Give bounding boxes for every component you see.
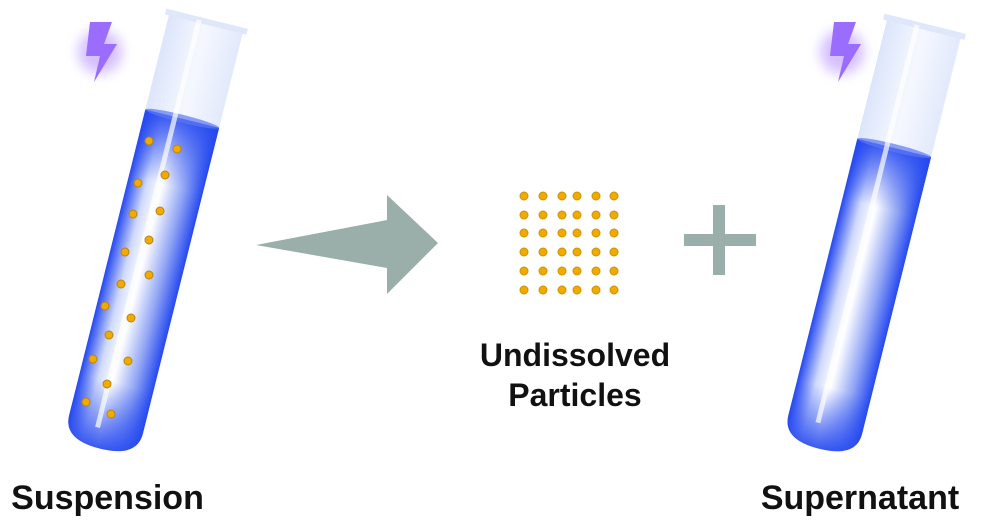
suspended-particles <box>81 136 182 419</box>
lightning-icon <box>78 22 122 82</box>
undissolved-label-line2: Particles <box>508 377 642 413</box>
supernatant-label: Supernatant <box>760 479 960 517</box>
plus-icon <box>684 205 756 275</box>
undissolved-label-line1: Undissolved <box>479 337 671 373</box>
lightning-icon <box>820 22 864 82</box>
test-tube-with-particles-icon <box>68 8 248 452</box>
test-tube-clear-icon <box>787 13 966 452</box>
particle-grid-icon <box>519 191 619 295</box>
arrow-right-icon <box>256 195 438 294</box>
suspension-label: Suspension <box>11 479 204 517</box>
